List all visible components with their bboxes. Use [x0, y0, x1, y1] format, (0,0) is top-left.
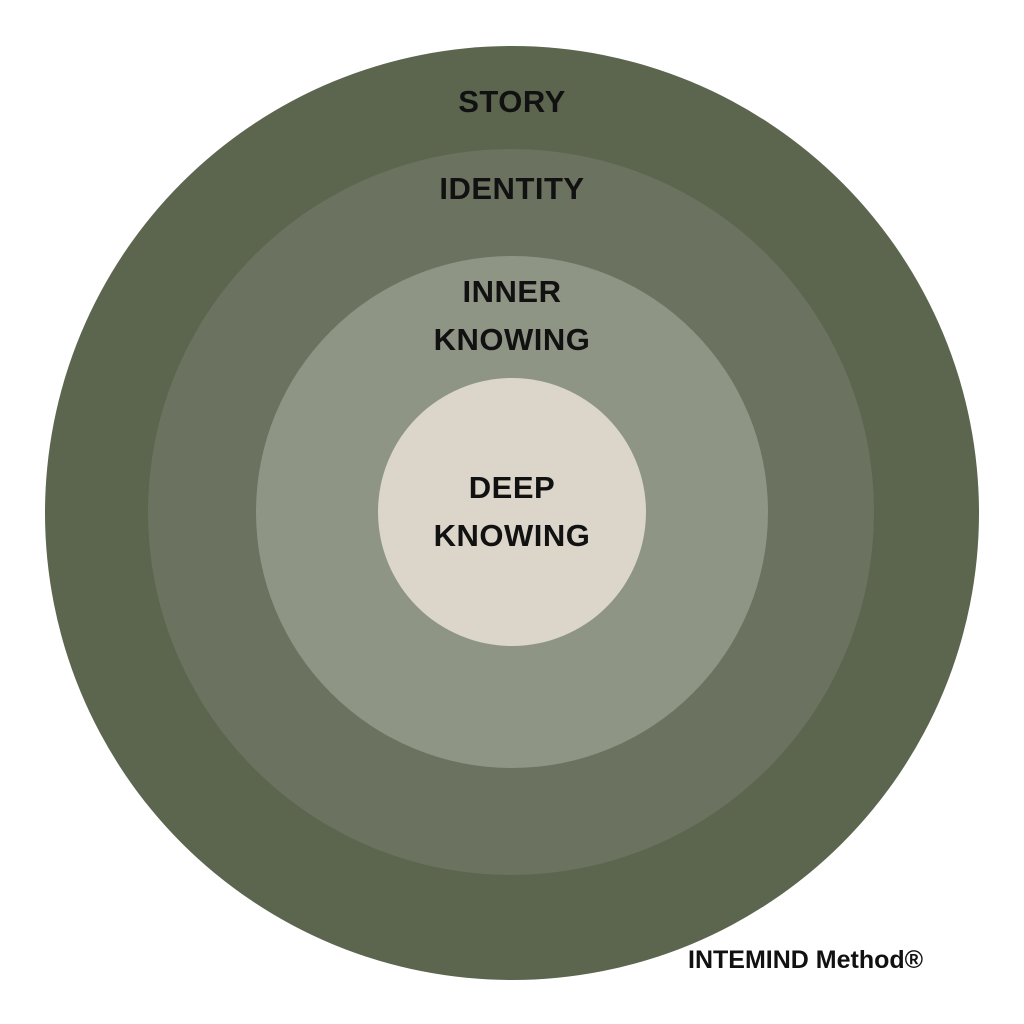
deep-knowing-label-line1: DEEP: [468, 470, 556, 505]
deep-knowing-label-line2: KNOWING: [433, 518, 591, 553]
inner-knowing-label-line2: KNOWING: [433, 322, 591, 357]
deep-knowing-circle: [378, 378, 646, 646]
method-trademark-label: INTEMIND Method®: [688, 946, 924, 974]
identity-label: IDENTITY: [439, 171, 585, 206]
story-label: STORY: [458, 84, 566, 119]
inner-knowing-label-line1: INNER: [462, 274, 562, 309]
